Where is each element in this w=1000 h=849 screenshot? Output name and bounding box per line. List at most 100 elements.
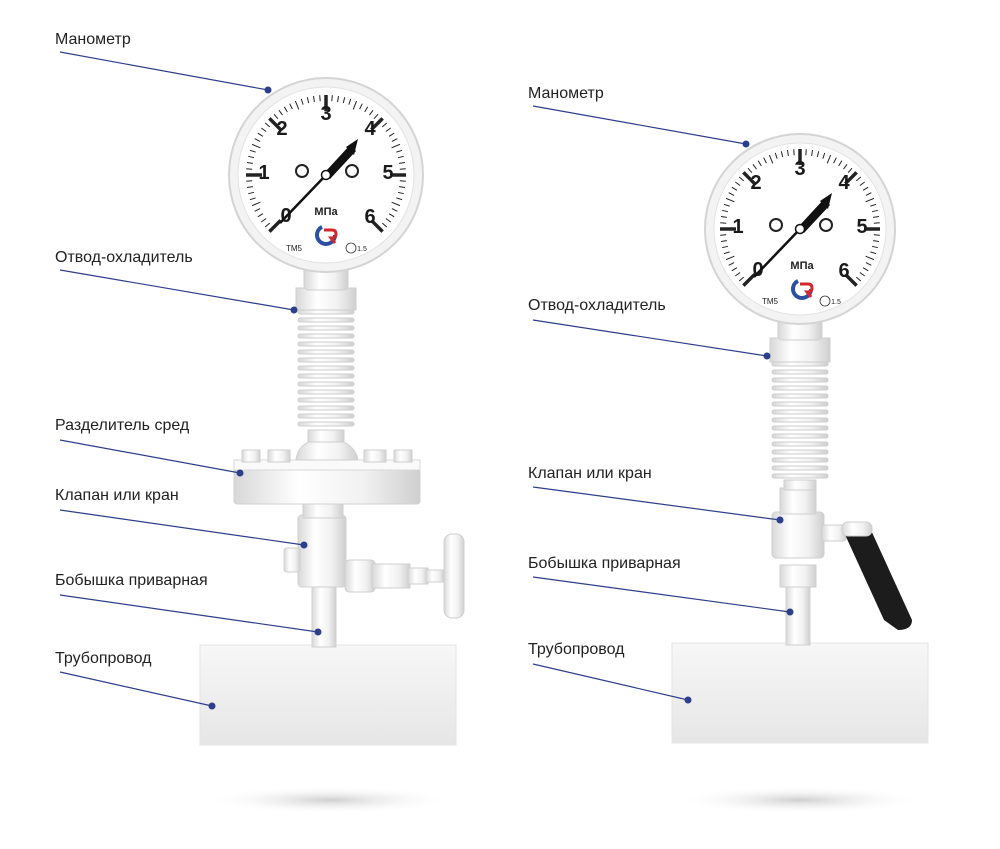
cooler-fin [297,421,355,427]
right-gauge-approval-icons [769,218,833,232]
cooler-fin [297,389,355,395]
gauge-tick [725,197,735,203]
gauge-tick [397,191,404,195]
gauge-tick [844,273,858,287]
right-gauge-num-2: 2 [750,172,761,194]
gauge-tick [870,251,877,255]
gauge-tick [731,186,738,191]
gauge-tick [397,155,404,159]
left-gauge-model: ТМ5 [286,244,303,253]
right-gauge-class-mark [819,295,831,307]
gauge-tick [249,149,256,153]
gauge-tick [257,132,264,137]
right-gauge-num-3: 3 [794,158,805,180]
gauge-tick [381,122,388,128]
left-leader-valve-dot [300,541,308,549]
gauge-tick [847,167,853,174]
right-gauge-numbers: 0 1 2 3 4 5 6 [732,158,867,282]
left-leader-separator [59,439,241,474]
cooler-fin [771,417,829,423]
gauge-tick [838,160,843,167]
gauge-tick [391,201,401,207]
gauge-tick [816,151,820,158]
cooler-fin [297,341,355,347]
cooler-fin [771,473,829,479]
gauge-tick [738,276,745,282]
gauge-tick [399,168,406,170]
gauge-tick [306,97,310,104]
right-callouts: Манометр Отвод-охладитель Клапан или кра… [528,85,794,704]
right-gauge: 0 1 2 3 4 5 6 МПа ТМ5 1.5 [704,133,896,325]
gauge-tick [843,164,848,170]
gauge-tick [331,95,333,102]
cooler-fin [297,373,355,379]
cooler-fin [297,405,355,411]
cooler-fin [297,397,355,403]
left-gauge-ticks [246,95,406,233]
left-leader-pipe [59,671,213,707]
right-gauge-logo [791,278,814,300]
right-leader-cooler-dot [763,352,771,360]
cooler-fin [297,365,355,371]
gauge-tick [385,218,391,223]
right-label-boss: Бобышка приварная [528,555,681,572]
cooler-fin [771,457,829,463]
left-gauge-num-5: 5 [382,162,393,184]
right-leader-gauge-dot [742,140,750,148]
left-leader-boss-dot [314,628,322,636]
left-handwheel [443,533,465,619]
right-gauge-needle [753,193,832,278]
left-gauge-num-3: 3 [320,103,331,125]
right-gauge-model: ТМ5 [762,297,779,306]
gauge-tick [337,95,339,102]
cooler-fin [297,325,355,331]
gauge-tick [763,157,767,164]
gauge-tick [742,171,756,185]
gauge-tick [747,167,753,174]
gauge-tick [396,149,403,153]
gauge-tick [399,162,406,164]
left-separator [233,437,421,505]
cooler-fin [771,441,829,447]
left-label-pipe: Трубопровод [55,650,152,667]
gauge-tick [787,149,789,156]
gauge-tick [399,180,406,182]
left-label-separator: Разделитель сред [55,417,190,434]
gauge-tick [728,262,735,266]
gauge-tick [385,127,391,132]
gauge-tick [388,132,395,137]
cooler-fin [771,433,829,439]
left-gauge-class: 1.5 [357,246,367,253]
left-gauge-unit: МПа [314,206,338,218]
gauge-tick [722,245,729,249]
cooler-fin [771,369,829,375]
left-leader-cooler-dot [290,306,298,314]
right-boss-nut [779,564,817,588]
gauge-tick [865,197,875,203]
left-shadow [205,786,455,814]
gauge-tick [859,272,865,277]
right-valve-handle[interactable] [842,524,912,630]
gauge-tick [261,218,267,223]
gauge-tick [873,216,880,218]
gauge-tick [742,273,756,287]
right-gauge-ticks [720,149,880,287]
gauge-tick [728,192,735,196]
right-leader-pipe [532,663,689,701]
gauge-tick [873,222,880,224]
gauge-tick [735,272,741,277]
gauge-tick [871,209,878,213]
gauge-tick [373,113,379,120]
right-leader-boss [532,576,791,613]
right-leader-valve [532,486,781,521]
gauge-tick [248,155,255,159]
left-gauge-num-6: 6 [364,206,375,228]
gauge-tick [381,222,388,228]
gauge-tick [248,191,255,195]
gauge-tick [871,245,878,249]
gauge-tick [348,98,352,105]
left-boss [311,584,337,648]
gauge-tick [844,171,858,185]
gauge-tick [396,197,403,201]
gauge-tick [391,138,398,142]
